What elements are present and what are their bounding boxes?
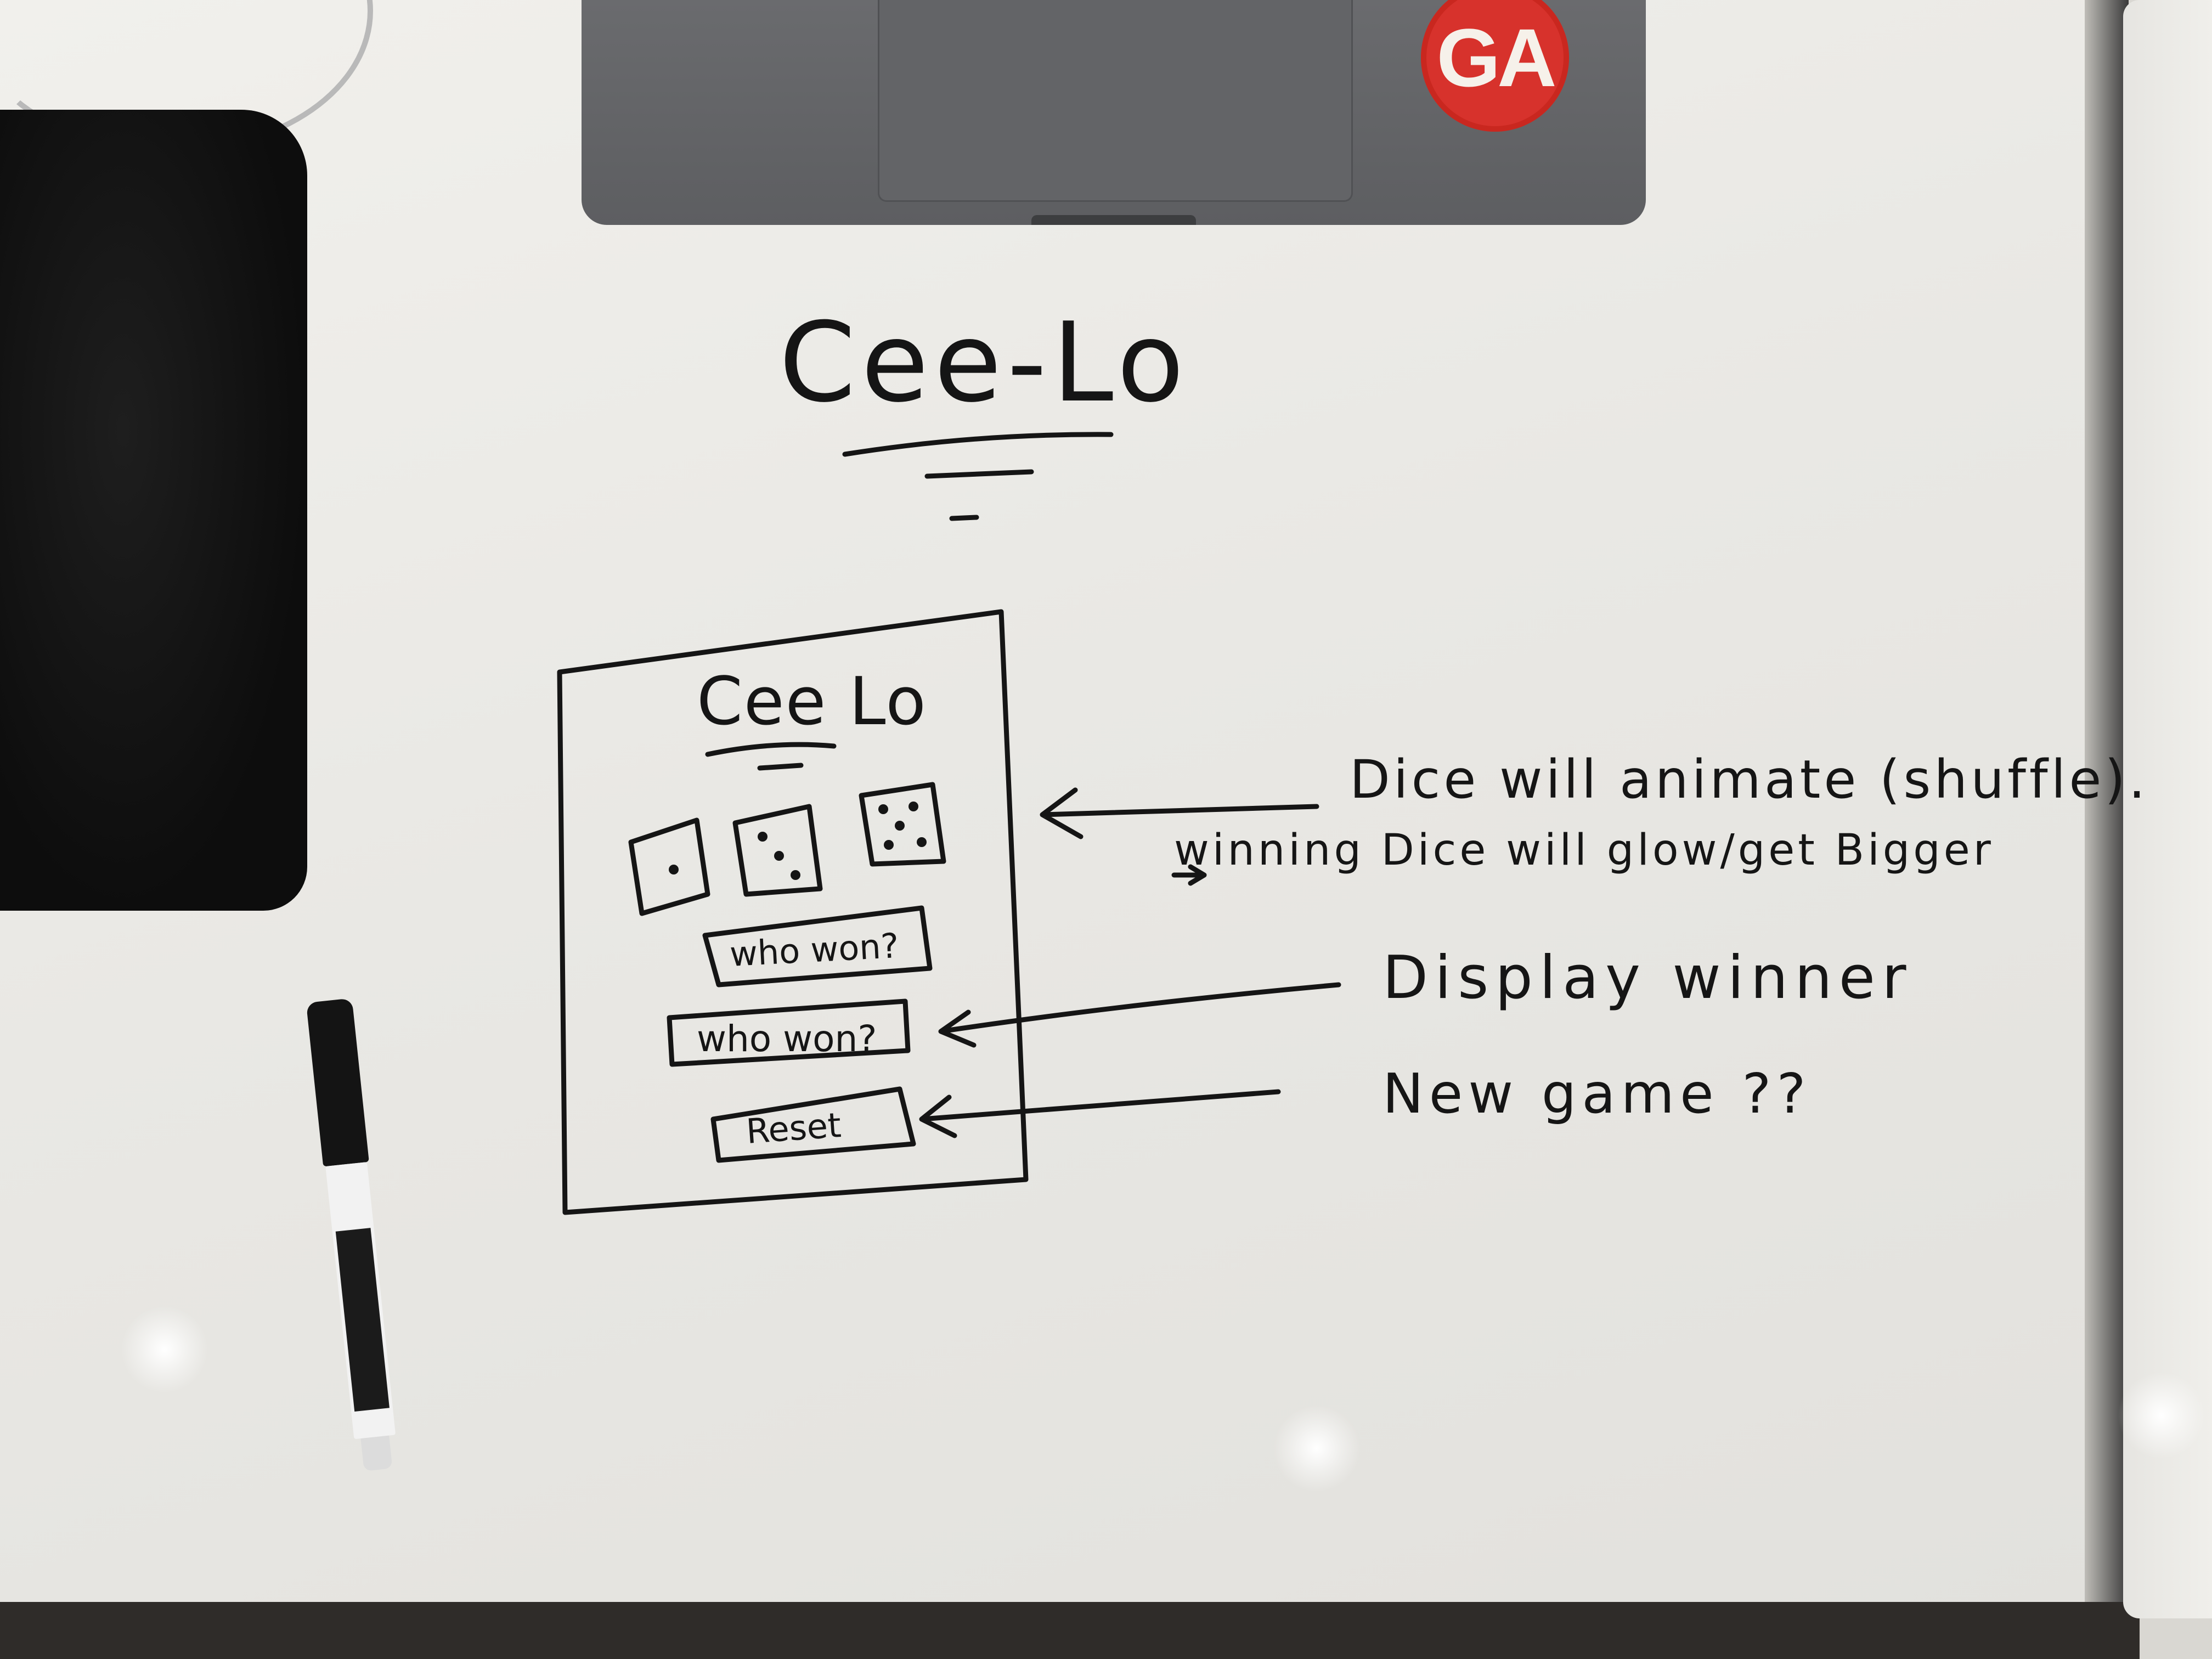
laptop-notch [1031, 215, 1196, 225]
sketch-button-label: Reset [744, 1105, 843, 1152]
light-glare [121, 1306, 208, 1393]
sketch-button-3 [710, 1086, 916, 1163]
marker-tip [360, 1435, 393, 1471]
die-pip [758, 832, 768, 842]
light-glare [1273, 1404, 1361, 1492]
die-pip [909, 802, 918, 811]
sketch-title-underline-2 [757, 763, 804, 771]
die-pip [791, 870, 800, 880]
arrow-1 [1040, 787, 1319, 839]
die-pip [669, 865, 679, 874]
marker-cap [306, 998, 369, 1167]
whiteboard-edge [2085, 0, 2129, 1624]
annotation-dice-animate: Dice will animate (shuffle). [1350, 749, 2149, 810]
annotation-display-winner: Display winner [1383, 944, 1913, 1012]
die-1 [628, 817, 710, 916]
sketch-button-1 [702, 905, 933, 988]
sketch-title: Cee Lo [697, 664, 927, 740]
laptop-trackpad [878, 0, 1353, 202]
light-glare [2118, 1372, 2205, 1459]
annotation-winning-dice: winning Dice will glow/get Bigger [1174, 826, 1994, 875]
eraser-cloth [0, 110, 307, 911]
laptop: GA [582, 0, 1646, 225]
arrow-3 [919, 1089, 1281, 1138]
sketch-button-label: who won? [697, 1018, 877, 1060]
die-pip [895, 821, 905, 831]
title-underline-2 [924, 469, 1034, 479]
die-pip [774, 851, 784, 861]
annotation-new-game: New game ?? [1383, 1062, 1812, 1126]
marker-label [335, 1228, 390, 1412]
die-pip [878, 804, 888, 814]
arrow-small [1171, 864, 1207, 886]
sketch-button-2 [667, 998, 911, 1067]
sketch-title-underline [705, 742, 837, 757]
arrow-2 [938, 982, 1341, 1048]
die-pip [917, 837, 927, 847]
title-underline-3 [949, 515, 979, 521]
wireframe-frame [557, 609, 1029, 1215]
table-edge [0, 1602, 2140, 1659]
die-3 [859, 782, 946, 867]
adjacent-whiteboard [2123, 0, 2212, 1618]
title-underline-1 [842, 432, 1114, 457]
die-pip [884, 840, 894, 850]
die-2 [732, 804, 823, 897]
whiteboard-title: Cee-Lo [779, 299, 1190, 427]
ga-sticker: GA [1421, 0, 1569, 132]
